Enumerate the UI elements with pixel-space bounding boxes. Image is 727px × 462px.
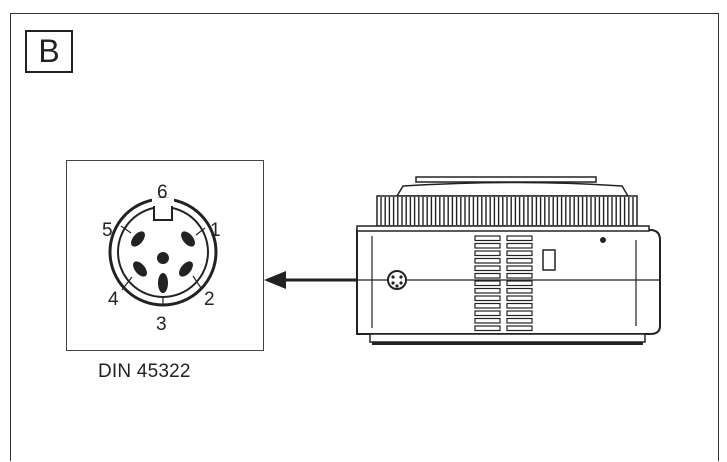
din-socket-icon: 1 2 3 4 5 6 <box>102 182 221 335</box>
projector-icon <box>356 176 661 345</box>
vent-grille-icon <box>474 235 533 332</box>
pin-label-1: 1 <box>210 220 221 241</box>
pin-6-icon <box>157 252 169 264</box>
pin-3-icon <box>158 273 168 293</box>
pin-1-icon <box>181 231 195 247</box>
pin-label-3: 3 <box>156 314 167 335</box>
slide-tray-icon <box>376 195 638 227</box>
din-standard-caption: DIN 45322 <box>98 361 191 382</box>
figure-badge-letter: B <box>38 33 60 69</box>
pin-5-icon <box>131 231 145 247</box>
pin-label-5: 5 <box>102 220 113 241</box>
pin-label-6: 6 <box>157 182 168 203</box>
connector-detail-box <box>66 160 264 351</box>
pin-4-icon <box>133 261 147 277</box>
pin-label-2: 2 <box>204 289 215 310</box>
arrow-left-icon <box>264 271 358 289</box>
pin-label-4: 4 <box>108 289 119 310</box>
figure-badge: B <box>25 30 73 73</box>
projector-din-socket-icon <box>387 270 407 290</box>
pin-2-icon <box>179 261 193 277</box>
figure-frame <box>10 13 719 461</box>
